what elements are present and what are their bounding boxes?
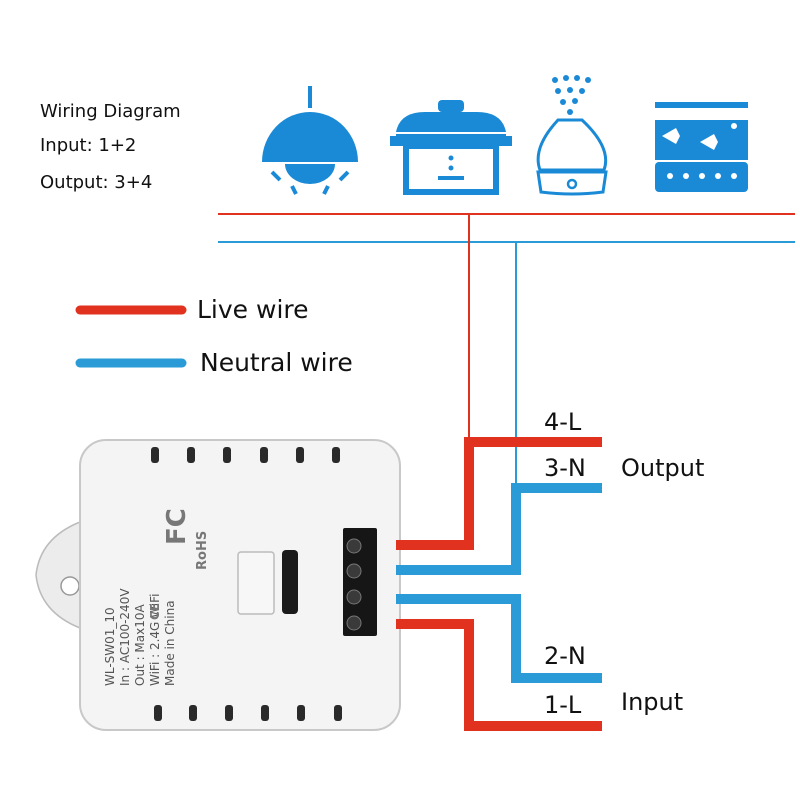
device-label: WL-SW01_10 In : AC100-240V Out : Max10A … [103, 508, 210, 686]
legend-neutral-label: Neutral wire [200, 348, 353, 377]
terminal-1-label: 1-L [544, 691, 582, 719]
terminal-block [343, 528, 377, 636]
status-led-window [282, 550, 298, 614]
terminal-3-label: 3-N [544, 454, 586, 482]
wire-4-live-output [396, 437, 602, 550]
reset-button[interactable] [237, 551, 275, 615]
device-input-rating: In : AC100-240V [118, 588, 132, 686]
lamp-icon [262, 86, 358, 195]
wire-1-live-input [396, 619, 602, 731]
output-terminals-note: Output: 3+4 [40, 172, 152, 193]
device-origin: Made in China [163, 600, 177, 686]
diagram-title: Wiring Diagram [40, 101, 181, 122]
humidifier-icon [536, 75, 608, 196]
bottom-vents [154, 705, 342, 721]
fish-tank-icon [655, 102, 748, 192]
ce-mark: CE [148, 603, 162, 620]
rice-cooker-icon [390, 100, 512, 195]
output-label: Output [621, 454, 704, 482]
terminal-2-label: 2-N [544, 642, 586, 670]
device-model: WL-SW01_10 [103, 607, 117, 686]
input-label: Input [621, 688, 683, 716]
wire-2-neutral-input [396, 594, 602, 683]
wire-3-neutral-output [396, 483, 602, 575]
legend-live-label: Live wire [197, 295, 309, 324]
smart-switch-device: WL-SW01_10 In : AC100-240V Out : Max10A … [35, 439, 401, 731]
fcc-mark: FC [162, 508, 192, 545]
terminal-screws [346, 538, 362, 631]
top-vents [151, 447, 340, 463]
device-output-rating: Out : Max10A [133, 603, 147, 686]
rohs-mark: RoHS [195, 531, 210, 570]
terminal-4-label: 4-L [544, 408, 582, 436]
mounting-ear [35, 520, 81, 630]
device-wifi-spec: WiFi : 2.4G WiFi [148, 594, 162, 686]
mounting-hole [60, 576, 80, 596]
input-terminals-note: Input: 1+2 [40, 135, 136, 156]
